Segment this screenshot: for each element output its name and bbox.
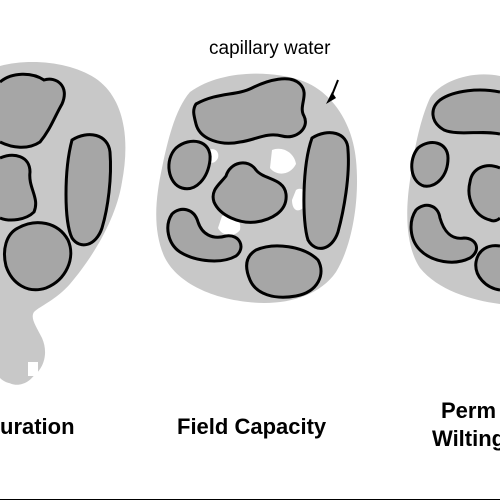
soil-particle-top <box>0 72 66 149</box>
soil-particle-left <box>0 153 38 222</box>
soil-particle-bottom-left <box>409 203 479 264</box>
soil-particle-right <box>302 131 350 250</box>
capillary-water-arrowhead <box>326 92 336 104</box>
soil-particle-bottom-right <box>474 244 500 292</box>
wilting-point-panel <box>407 74 500 304</box>
wilting-label-line2: Wilting <box>432 426 500 451</box>
wilting-label-line1: Perm <box>441 398 497 423</box>
soil-particle-left <box>410 141 450 188</box>
field-capacity-panel <box>156 73 358 303</box>
soil-particle-left <box>167 139 212 191</box>
soil-particle-center <box>211 161 288 224</box>
soil-particle-right <box>64 133 112 247</box>
capillary-water-label: capillary water <box>209 38 331 59</box>
soil-particle-center <box>467 164 500 223</box>
field-capacity-air-gap <box>270 148 296 174</box>
soil-particle-top <box>192 77 307 145</box>
field-capacity-label: Field Capacity <box>177 414 327 439</box>
soil-particle-top <box>431 88 500 136</box>
soil-particle-bottom-left <box>166 207 243 263</box>
saturation-label: uration <box>0 414 75 439</box>
saturation-panel <box>0 62 126 385</box>
soil-particle-bottom-right <box>245 244 323 299</box>
soil-particle-bottom <box>3 221 73 292</box>
saturation-air-gap <box>28 362 38 376</box>
